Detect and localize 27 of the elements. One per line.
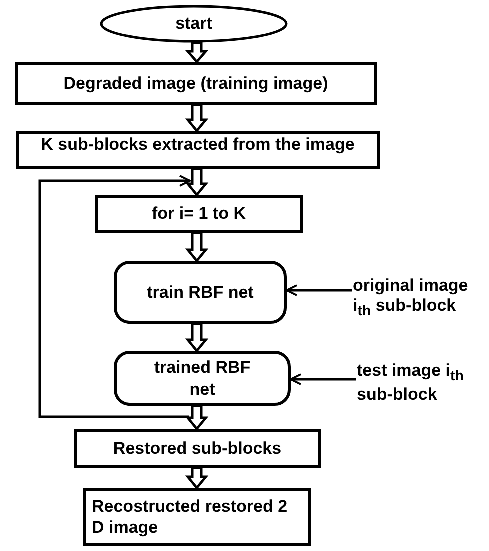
- box-label: Recostructed restored 2 D image: [92, 496, 289, 538]
- box-label: for i= 1 to K: [152, 203, 246, 225]
- block-arrow: [185, 322, 209, 353]
- input-label: test image i$_{th}$ sub-block: [357, 361, 485, 401]
- block-arrow: [185, 104, 209, 133]
- process-box: [95, 195, 303, 233]
- box-label: trained RBF net: [153, 357, 252, 400]
- rounded-process-box: [114, 351, 291, 406]
- process-box: [16, 131, 380, 169]
- block-arrow: [185, 466, 209, 490]
- process-box: [83, 488, 311, 546]
- process-box: [74, 429, 321, 468]
- arrow: [286, 284, 352, 296]
- block-arrow: [185, 42, 209, 64]
- arrow: [290, 374, 356, 386]
- block-arrow: [185, 404, 209, 431]
- box-label: Degraded image (training image): [64, 72, 328, 94]
- box-label: K sub-blocks extracted from the image: [41, 134, 355, 156]
- rounded-process-box: [114, 261, 287, 324]
- input-label: original image i$_{th}$ sub-block: [353, 276, 487, 316]
- box-label: Restored sub-blocks: [113, 438, 282, 460]
- block-arrow: [185, 232, 209, 263]
- loop-arrow: [38, 175, 191, 418]
- block-arrow: [185, 168, 209, 197]
- box-label: start: [176, 13, 212, 35]
- process-box: [15, 62, 377, 105]
- box-label: train RBF net: [146, 282, 255, 304]
